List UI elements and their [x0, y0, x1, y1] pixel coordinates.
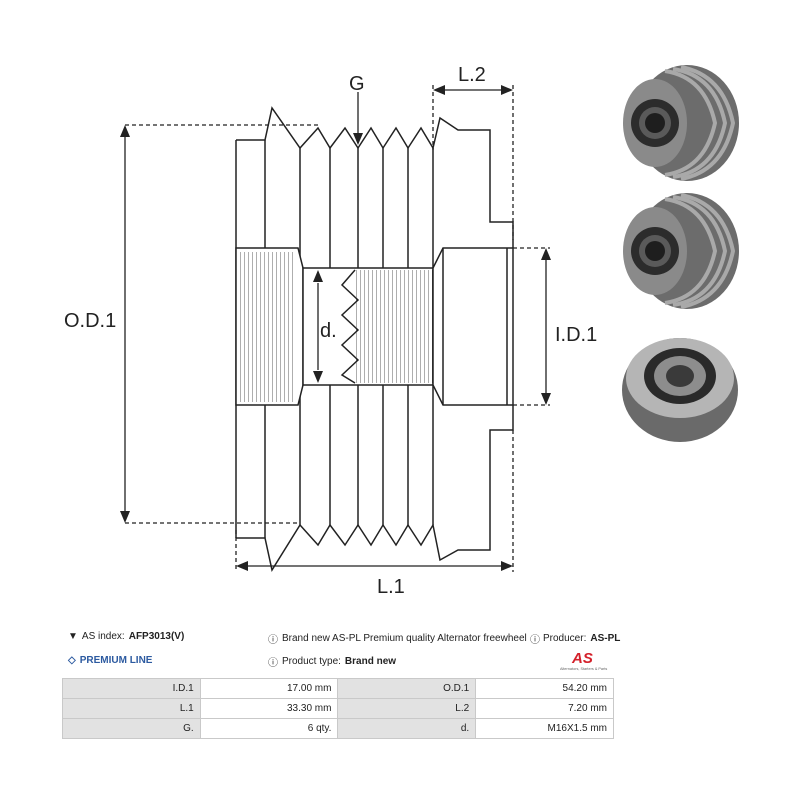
- spec-value: 7.20 mm: [475, 698, 614, 719]
- spec-value: 17.00 mm: [199, 678, 339, 699]
- dimension-arrows: [120, 85, 551, 571]
- spec-label: d.: [337, 718, 477, 739]
- product-type-value: Brand new: [344, 656, 397, 667]
- info-icon: ⓘ: [530, 635, 540, 646]
- product-photo-rear: [622, 338, 738, 442]
- spec-label: L.1: [62, 698, 201, 719]
- dimension-lines: [124, 85, 550, 572]
- spec-label: L.2: [337, 698, 477, 719]
- pulley-profile: [235, 106, 514, 572]
- table-row: G. 6 qty. d. M16X1.5 mm: [62, 718, 614, 739]
- label-od1: O.D.1: [64, 310, 116, 332]
- premium-line-label: PREMIUM LINE: [79, 655, 153, 666]
- specs-table: I.D.1 17.00 mm O.D.1 54.20 mm L.1 33.30 …: [62, 678, 614, 739]
- premium-line: ◇ PREMIUM LINE: [68, 655, 152, 666]
- spec-label: I.D.1: [62, 678, 201, 699]
- product-type: ⓘ Product type: Brand new: [268, 654, 396, 669]
- label-g: G: [349, 73, 365, 95]
- spec-value: M16X1.5 mm: [475, 718, 614, 739]
- as-pl-logo: AS Alternators, Starters & Parts: [560, 650, 607, 671]
- info-icon: ⓘ: [268, 635, 278, 646]
- spec-label: O.D.1: [337, 678, 477, 699]
- spec-value: 33.30 mm: [199, 698, 339, 719]
- info-icon: ⓘ: [268, 658, 278, 669]
- label-l2: L.2: [458, 64, 486, 86]
- producer-value: AS-PL: [590, 633, 621, 644]
- producer: ⓘ Producer: AS-PL: [530, 631, 621, 646]
- product-type-label: Product type:: [282, 656, 341, 667]
- table-row: L.1 33.30 mm L.2 7.20 mm: [62, 698, 614, 719]
- product-photo-front: [623, 65, 739, 181]
- producer-label: Producer:: [543, 633, 587, 644]
- diamond-icon: ◇: [68, 655, 76, 666]
- svg-text:Alternators, Starters & Parts: Alternators, Starters & Parts: [560, 667, 607, 671]
- pulley-technical-drawing: G L.2 O.D.1 d. I.D.1 L.1: [64, 64, 597, 598]
- label-id1: I.D.1: [555, 324, 597, 346]
- label-d: d.: [320, 320, 337, 342]
- spec-label: G.: [62, 718, 201, 739]
- as-index-label: AS index:: [81, 631, 125, 642]
- description-text: Brand new AS-PL Premium quality Alternat…: [282, 633, 556, 644]
- spec-value: 6 qty.: [199, 718, 339, 739]
- as-index: ▼ AS index: AFP3013(V): [68, 631, 184, 642]
- tag-icon: ▼: [68, 631, 78, 642]
- label-l1: L.1: [377, 576, 405, 598]
- product-description: ⓘ Brand new AS-PL Premium quality Altern…: [268, 631, 556, 646]
- table-row: I.D.1 17.00 mm O.D.1 54.20 mm: [62, 678, 614, 699]
- as-index-value: AFP3013(V): [128, 631, 185, 642]
- spec-value: 54.20 mm: [475, 678, 614, 699]
- product-photo-angle: [623, 193, 739, 309]
- svg-text:AS: AS: [571, 650, 593, 667]
